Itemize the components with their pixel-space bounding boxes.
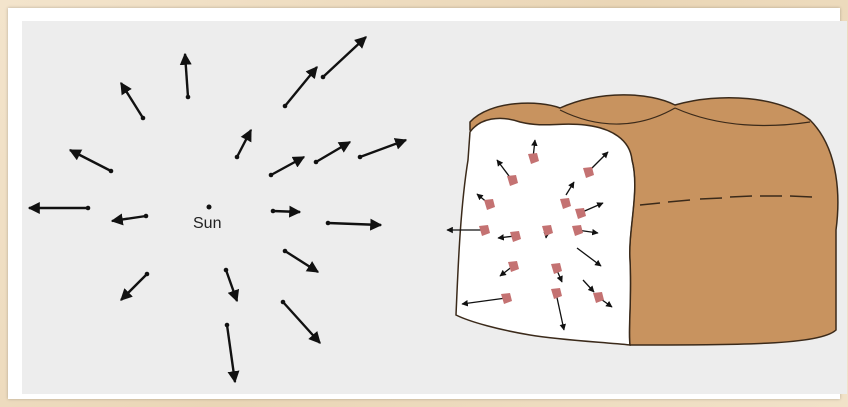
star-motion-arrow	[185, 54, 188, 97]
star-motion-arrow	[316, 142, 350, 162]
raisin-bread-loaf	[447, 95, 838, 345]
star-motion-arrow	[283, 302, 320, 343]
star-motion-arrow	[121, 274, 147, 300]
star-motion-arrow	[237, 130, 251, 157]
star-motion-arrow	[285, 67, 317, 106]
star-motion-arrow	[323, 37, 366, 77]
star-motion-arrow	[112, 216, 146, 221]
sun-dot	[207, 205, 212, 210]
sun-label: Sun	[193, 215, 221, 232]
star-motion-arrow	[226, 270, 237, 301]
star-motion-arrow	[70, 150, 111, 171]
star-motion-arrow	[273, 211, 300, 212]
star-motion-arrow	[360, 140, 406, 157]
star-motion-arrows	[29, 37, 406, 382]
star-motion-arrow	[121, 83, 143, 118]
star-motion-arrow	[285, 251, 318, 272]
star-motion-arrow	[271, 157, 304, 175]
sun-expansion-group: Sun	[29, 37, 406, 382]
star-motion-arrow	[227, 325, 235, 382]
star-motion-arrow	[328, 223, 381, 225]
